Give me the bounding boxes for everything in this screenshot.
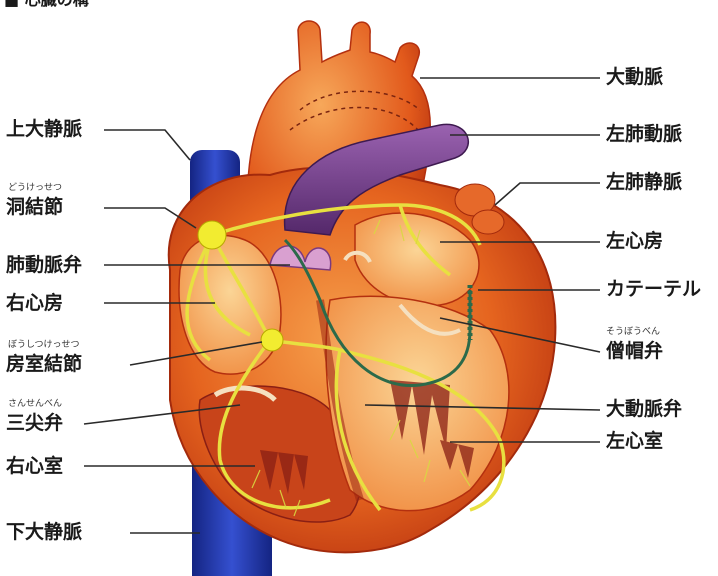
label-left-atrium: 左心房 — [606, 232, 663, 251]
label-catheter: カテーテル — [606, 280, 701, 299]
label-left-pulmonary-veins: 左肺静脈 — [606, 173, 682, 192]
ruby-sa-node: どうけっせつ — [8, 184, 62, 193]
label-pulmonary-valve: 肺動脈弁 — [6, 256, 82, 275]
label-right-ventricle: 右心室 — [6, 457, 63, 476]
label-aorta: 大動脈 — [606, 68, 663, 87]
label-left-ventricle: 左心室 — [606, 432, 663, 451]
label-sa-node: 洞結節 — [6, 198, 63, 217]
label-tricuspid-valve: 三尖弁 — [6, 414, 63, 433]
label-aortic-valve: 大動脈弁 — [606, 400, 682, 419]
label-superior-vena-cava: 上大静脈 — [6, 120, 82, 139]
av-node-marker — [261, 329, 283, 351]
label-right-atrium: 右心房 — [6, 294, 63, 313]
sa-node-marker — [198, 221, 226, 249]
label-inferior-vena-cava: 下大静脈 — [6, 523, 82, 542]
label-left-pulmonary-artery: 左肺動脈 — [606, 125, 682, 144]
ruby-av-node: ぼうしつけっせつ — [8, 341, 79, 350]
label-av-node: 房室結節 — [6, 355, 82, 374]
ruby-mitral-valve: そうぼうべん — [606, 328, 660, 337]
ruby-tricuspid-valve: さんせんべん — [8, 400, 62, 409]
label-mitral-valve: 僧帽弁 — [606, 342, 663, 361]
diagram-title: ■ 心臓の構 — [4, 0, 89, 8]
